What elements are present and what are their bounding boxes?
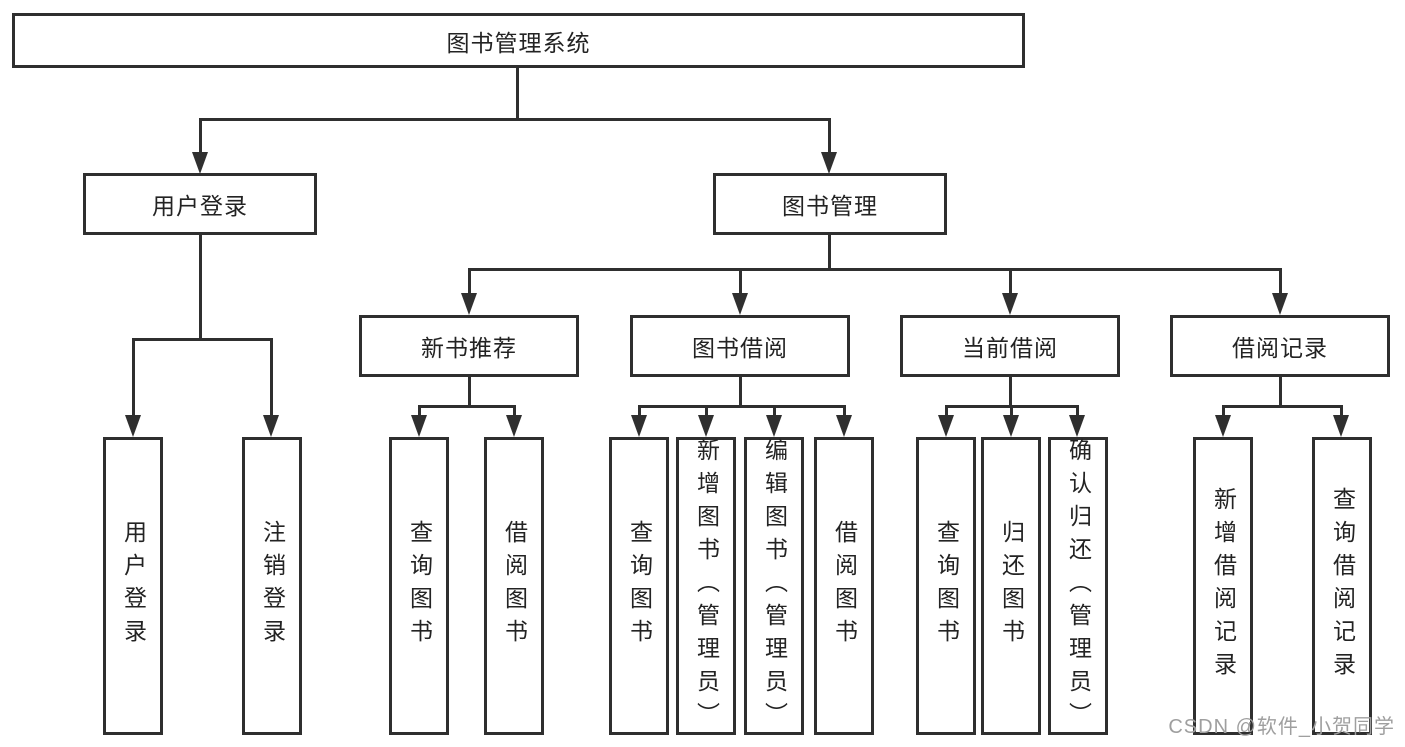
node-current-borrowing-label: 当前借阅 [962, 335, 1058, 361]
connector-level3-rail [468, 268, 1282, 271]
leaf-edit-books-admin: 编辑图书（管理员） [744, 437, 804, 735]
arrowhead-confirm-return [1069, 415, 1085, 437]
connector-drop-current-borrowing [1009, 268, 1012, 294]
leaf-query-books-recommend: 查询图书 [389, 437, 449, 735]
connector-current-trunk [1009, 377, 1012, 407]
node-borrowing-records-label: 借阅记录 [1232, 335, 1328, 361]
connector-drop-user-login [199, 118, 202, 154]
arrowhead-borrowing-records [1272, 293, 1288, 315]
leaf-add-books-admin: 新增图书（管理员） [676, 437, 736, 735]
connector-drop-add-books [705, 405, 708, 417]
connector-drop-return-books [1010, 405, 1013, 417]
connector-recommend-trunk [468, 377, 471, 407]
leaf-borrow-books: 借阅图书 [814, 437, 874, 735]
arrowhead-add-books [698, 415, 714, 437]
arrowhead-query-borrowing [631, 415, 647, 437]
leaf-query-books-current-label: 查询图书 [933, 520, 960, 652]
connector-user-login-trunk [199, 235, 202, 340]
connector-drop-query-recommend [418, 405, 421, 417]
leaf-borrow-books-recommend-label: 借阅图书 [501, 520, 528, 652]
connector-drop-book-management [828, 118, 831, 154]
connector-records-rail [1222, 405, 1343, 408]
connector-drop-query-borrowing [638, 405, 641, 417]
connector-drop-borrow-recommend [513, 405, 516, 417]
node-book-management-label: 图书管理 [782, 193, 878, 219]
connector-recommend-rail [418, 405, 516, 408]
leaf-confirm-return-admin: 确认归还（管理员） [1048, 437, 1108, 735]
connector-drop-book-borrowing [739, 268, 742, 294]
node-root: 图书管理系统 [12, 13, 1025, 68]
leaf-logout-login: 注销登录 [242, 437, 302, 735]
arrowhead-new-book-recommendation [461, 293, 477, 315]
arrowhead-edit-books [766, 415, 782, 437]
arrowhead-leaf-logout [263, 415, 279, 437]
node-user-login: 用户登录 [83, 173, 317, 235]
connector-user-login-rail [132, 338, 273, 341]
leaf-borrow-books-recommend: 借阅图书 [484, 437, 544, 735]
connector-drop-leaf-logout [270, 338, 273, 416]
leaf-borrow-books-label: 借阅图书 [831, 520, 858, 652]
leaf-query-books-borrowing: 查询图书 [609, 437, 669, 735]
leaf-return-books-label: 归还图书 [998, 520, 1025, 652]
arrowhead-book-borrowing [732, 293, 748, 315]
node-book-borrowing: 图书借阅 [630, 315, 850, 377]
leaf-add-books-admin-label: 新增图书（管理员） [693, 437, 720, 735]
node-user-login-label: 用户登录 [152, 193, 248, 219]
leaf-query-books-borrowing-label: 查询图书 [626, 520, 653, 652]
node-borrowing-records: 借阅记录 [1170, 315, 1390, 377]
leaf-edit-books-admin-label: 编辑图书（管理员） [761, 437, 788, 735]
node-new-book-recommendation: 新书推荐 [359, 315, 579, 377]
arrowhead-add-record [1215, 415, 1231, 437]
node-book-borrowing-label: 图书借阅 [692, 335, 788, 361]
arrowhead-user-login [192, 152, 208, 174]
node-root-label: 图书管理系统 [446, 29, 591, 56]
connector-drop-borrowing-records [1279, 268, 1282, 294]
arrowhead-borrow-recommend [506, 415, 522, 437]
leaf-query-borrow-record: 查询借阅记录 [1312, 437, 1372, 735]
leaf-user-login: 用户登录 [103, 437, 163, 735]
leaf-confirm-return-admin-label: 确认归还（管理员） [1065, 437, 1092, 735]
leaf-return-books: 归还图书 [981, 437, 1041, 735]
node-current-borrowing: 当前借阅 [900, 315, 1120, 377]
connector-level2-rail [199, 118, 831, 121]
connector-drop-query-record [1340, 405, 1343, 417]
connector-drop-query-current [945, 405, 948, 417]
leaf-add-borrow-record-label: 新增借阅记录 [1210, 487, 1237, 685]
arrowhead-current-borrowing [1002, 293, 1018, 315]
connector-drop-leaf-user-login [132, 338, 135, 416]
arrowhead-return-books [1003, 415, 1019, 437]
arrowhead-leaf-user-login [125, 415, 141, 437]
arrowhead-query-record [1333, 415, 1349, 437]
arrowhead-query-recommend [411, 415, 427, 437]
connector-drop-edit-books [773, 405, 776, 417]
leaf-logout-login-label: 注销登录 [259, 520, 286, 652]
connector-records-trunk [1279, 377, 1282, 407]
leaf-query-books-recommend-label: 查询图书 [406, 520, 433, 652]
connector-drop-add-record [1222, 405, 1225, 417]
connector-borrowing-rail [638, 405, 846, 408]
watermark: CSDN @软件_小贺同学 [1168, 716, 1395, 738]
connector-drop-borrow-books [843, 405, 846, 417]
connector-drop-confirm-return [1076, 405, 1079, 417]
connector-root-trunk [516, 68, 519, 120]
arrowhead-book-management [821, 152, 837, 174]
leaf-user-login-label: 用户登录 [120, 520, 147, 652]
connector-drop-new-book-recommendation [468, 268, 471, 294]
node-book-management: 图书管理 [713, 173, 947, 235]
connector-borrowing-trunk [739, 377, 742, 407]
arrowhead-borrow-books [836, 415, 852, 437]
node-new-book-recommendation-label: 新书推荐 [421, 335, 517, 361]
connector-book-management-trunk [828, 235, 831, 270]
arrowhead-query-current [938, 415, 954, 437]
leaf-query-books-current: 查询图书 [916, 437, 976, 735]
leaf-add-borrow-record: 新增借阅记录 [1193, 437, 1253, 735]
leaf-query-borrow-record-label: 查询借阅记录 [1329, 487, 1356, 685]
